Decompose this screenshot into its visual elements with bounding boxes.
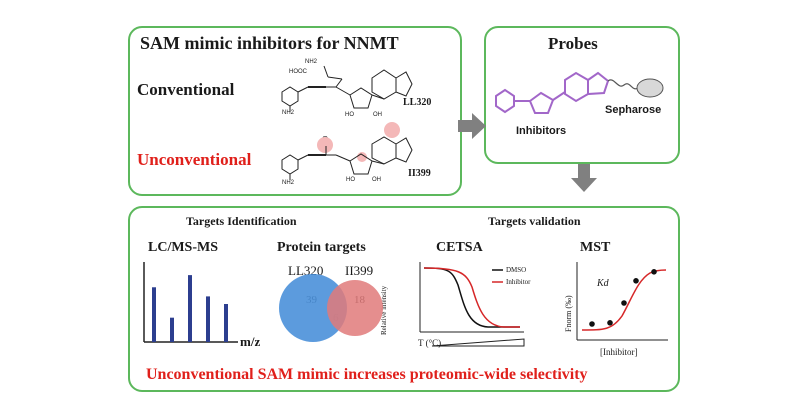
- cetsa-title: CETSA: [436, 240, 483, 255]
- mst-data-point: [633, 278, 639, 284]
- ms-peak-bar: [224, 304, 228, 342]
- targets-validation-title: Targets validation: [488, 214, 581, 228]
- targets-panel: [128, 206, 680, 392]
- ms-peak-bar: [170, 317, 174, 342]
- probe-linker: [607, 79, 639, 90]
- targets-identification-title: Targets Identification: [186, 214, 297, 228]
- highlight-chloride: [384, 122, 400, 138]
- inhibitors-label: Inhibitors: [516, 125, 567, 137]
- mst-xlabel: [Inhibitor]: [600, 347, 638, 357]
- venn-right-circle: [327, 280, 383, 336]
- ii399-structure: [281, 136, 413, 180]
- mst-fit-curve: [581, 269, 667, 331]
- mz-label: m/z: [240, 334, 261, 349]
- sepharose-bead: [636, 78, 664, 98]
- highlight-amide: [317, 137, 333, 153]
- unconventional-label: Unconventional: [137, 150, 252, 169]
- sam-panel-title: SAM mimic inhibitors for NNMT: [140, 33, 399, 53]
- arrow-down-icon: [571, 164, 597, 192]
- mst-data-point: [621, 300, 627, 306]
- sepharose-label: Sepharose: [605, 104, 662, 116]
- atom-hooc-label: HOOC: [289, 69, 307, 75]
- protein-targets-title: Protein targets: [277, 240, 366, 255]
- compound-ll320-label: LL320: [403, 97, 432, 108]
- mst-data-point: [589, 321, 595, 327]
- atom-nh2-label: NH2: [305, 59, 318, 65]
- atom-oh-label-2: OH: [372, 177, 381, 183]
- ms-peak-bar: [188, 275, 192, 342]
- conclusion-text: Unconventional SAM mimic increases prote…: [146, 366, 588, 383]
- venn-right-label: II399: [345, 263, 374, 278]
- cetsa-legend-inhibitor: Inhibitor: [506, 278, 531, 286]
- mst-title: MST: [580, 240, 611, 255]
- arrow-right-icon: [458, 113, 486, 139]
- compound-ii399-label: II399: [408, 168, 431, 179]
- atom-ho-label-1: HO: [345, 112, 354, 118]
- mst-data-point: [651, 269, 657, 275]
- lcms-title: LC/MS-MS: [148, 240, 218, 255]
- ll320-structure: [281, 65, 413, 112]
- atom-amide-label-1: NH2: [282, 110, 295, 116]
- atom-oh-label-1: OH: [373, 112, 382, 118]
- mst-data-point: [607, 320, 613, 326]
- cetsa-xlabel: T (°C): [418, 338, 442, 348]
- sam-mimic-panel: [128, 26, 462, 196]
- ms-peak-bar: [206, 296, 210, 342]
- atom-amide-label-2: NH2: [282, 180, 295, 186]
- probes-title: Probes: [548, 34, 598, 53]
- cetsa-dmso-curve: [423, 267, 520, 328]
- ms-peak-bar: [152, 287, 156, 342]
- atom-ho-label-2: HO: [346, 177, 355, 183]
- conventional-label: Conventional: [137, 80, 235, 99]
- probe-molecule: [495, 71, 610, 114]
- venn-left-circle: [279, 274, 347, 342]
- cetsa-legend-dmso: DMSO: [506, 266, 527, 274]
- mst-kd-annotation: Kd: [597, 278, 609, 289]
- cetsa-inhibitor-curve: [423, 267, 520, 328]
